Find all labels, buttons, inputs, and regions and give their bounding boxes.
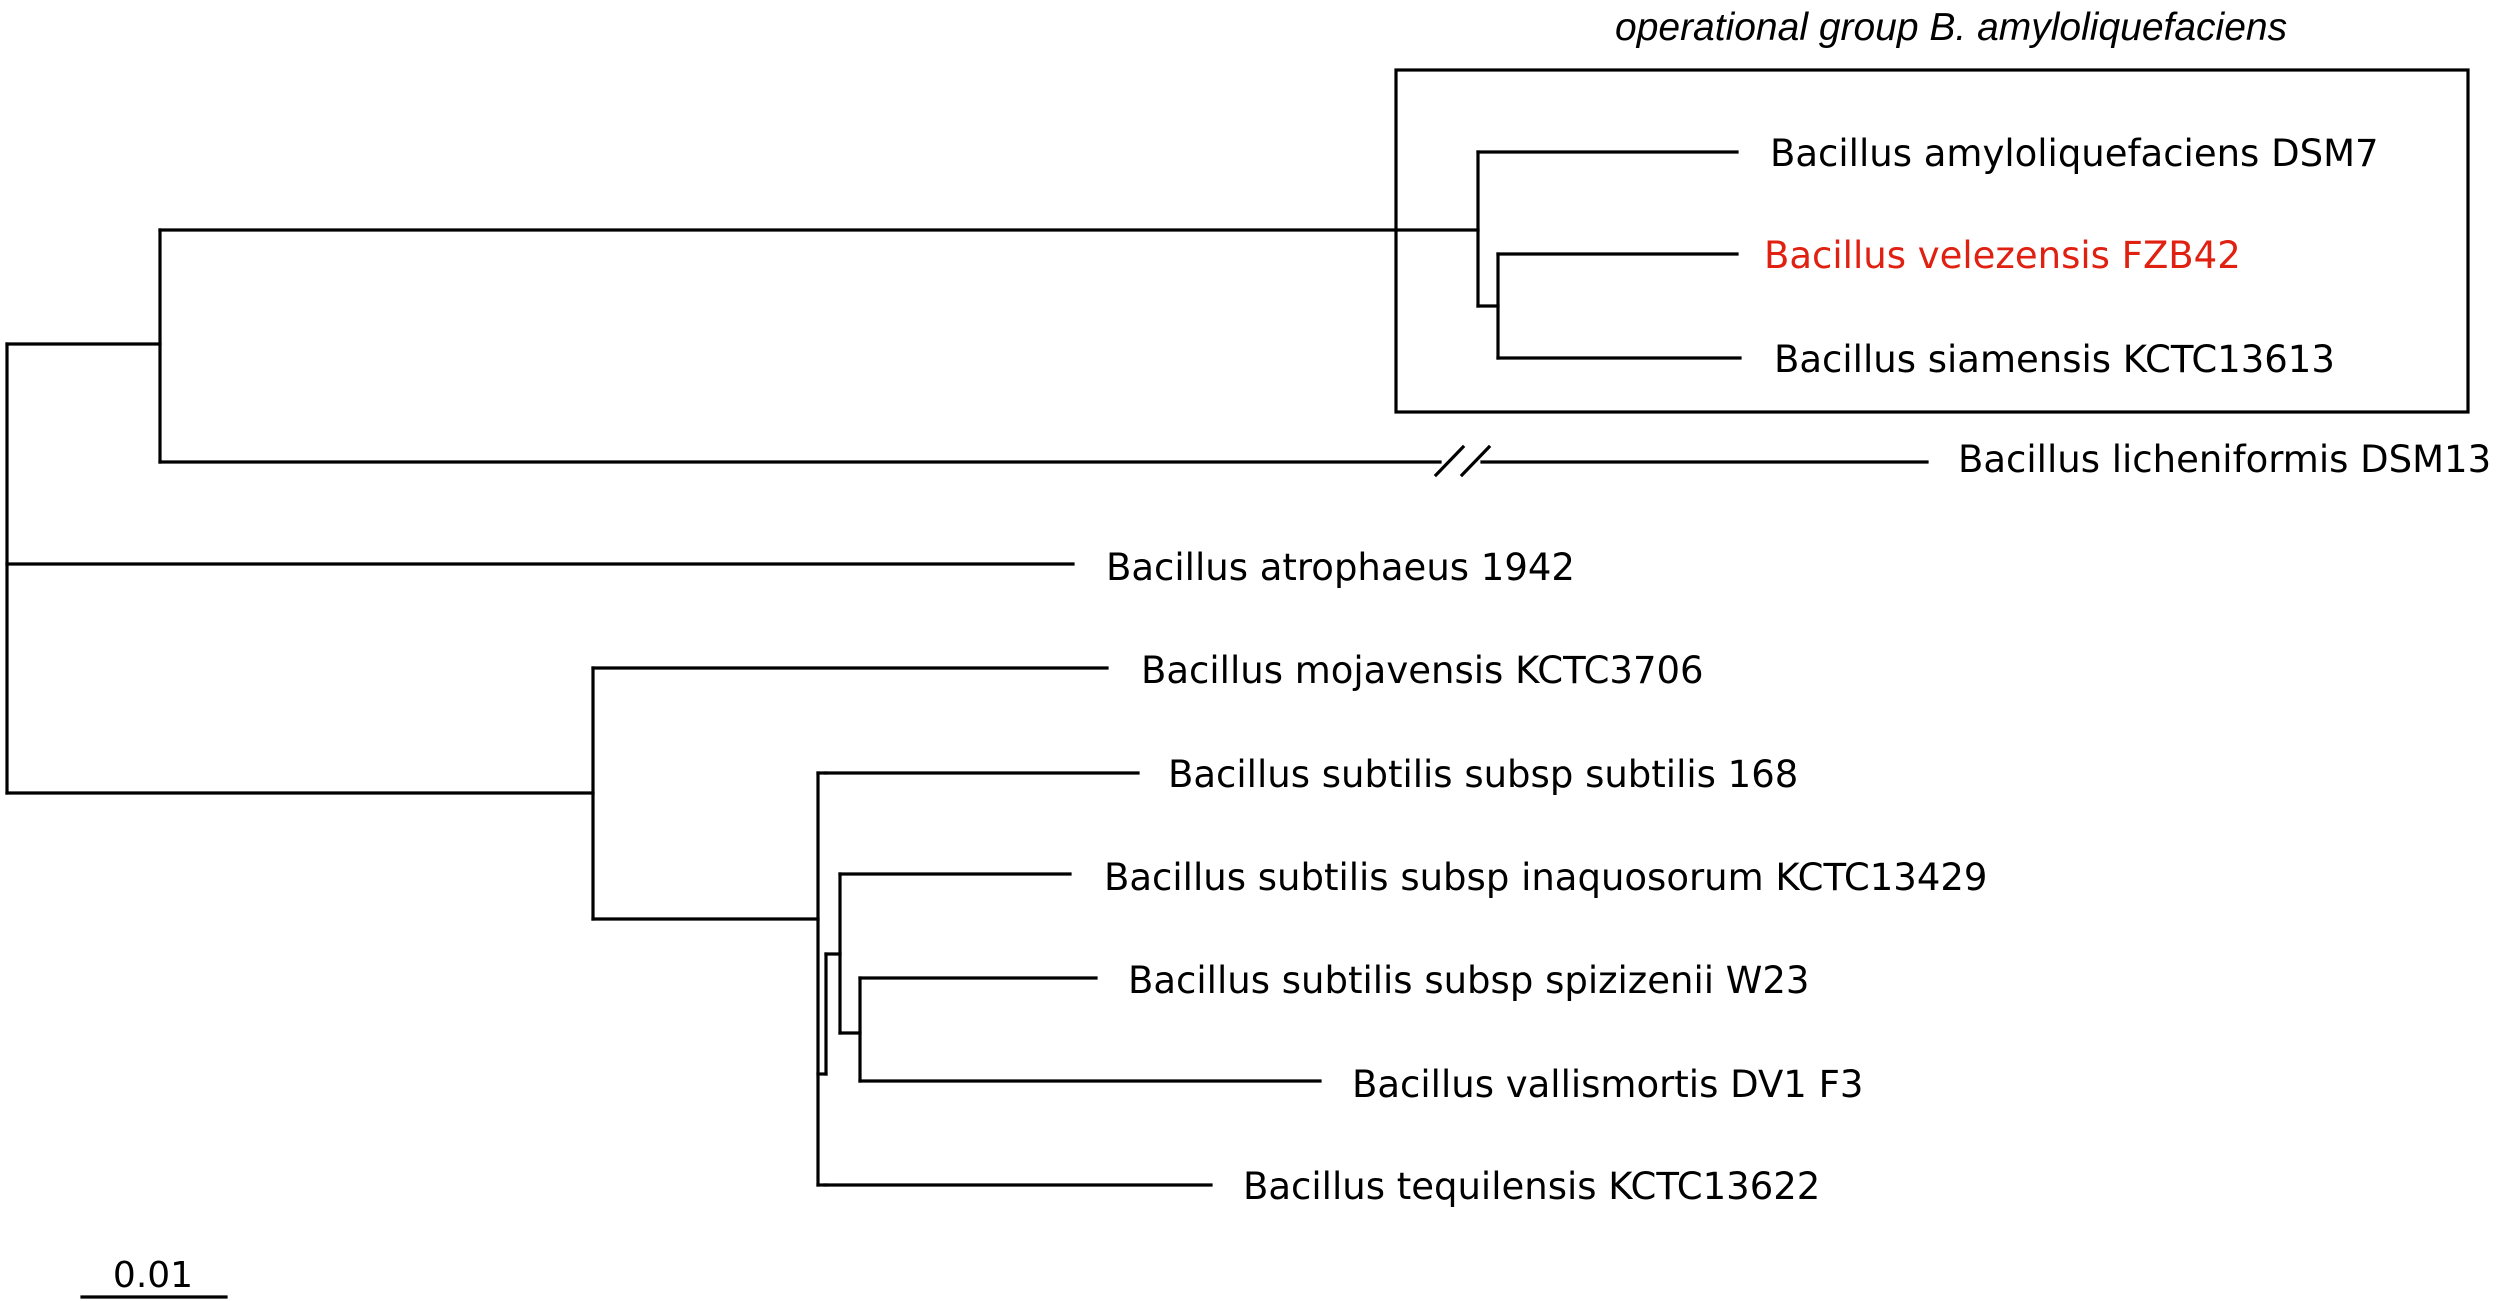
leaf-label-tequilensis: Bacillus tequilensis KCTC13622 — [1243, 1165, 1820, 1208]
scale-bar-label: 0.01 — [113, 1255, 193, 1296]
leaf-label-licheniformis: Bacillus licheniformis DSM13 — [1958, 438, 2491, 481]
leaf-label-inaquosorum: Bacillus subtilis subsp inaquosorum KCTC… — [1104, 856, 1987, 899]
leaf-label-mojavensis: Bacillus mojavensis KCTC3706 — [1141, 649, 1704, 692]
leaf-label-siamensis: Bacillus siamensis KCTC13613 — [1774, 338, 2335, 381]
branch-break-mark-2 — [1459, 444, 1492, 478]
leaf-label-spizizenii: Bacillus subtilis subsp spizizenii W23 — [1128, 959, 1809, 1002]
leaf-label-vallismortis: Bacillus vallismortis DV1 F3 — [1352, 1063, 1863, 1106]
group-title: operational group B. amyloliquefaciens — [1615, 6, 2287, 49]
leaf-label-velezensis: Bacillus velezensis FZB42 — [1764, 234, 2241, 277]
operational-group-box — [1394, 68, 2470, 414]
branch-break-mark-1 — [1433, 444, 1466, 478]
leaf-label-subtilis-168: Bacillus subtilis subsp subtilis 168 — [1168, 753, 1798, 796]
leaf-label-atrophaeus: Bacillus atrophaeus 1942 — [1106, 546, 1575, 589]
leaf-label-amyloliquefaciens: Bacillus amyloliquefaciens DSM7 — [1770, 132, 2379, 175]
